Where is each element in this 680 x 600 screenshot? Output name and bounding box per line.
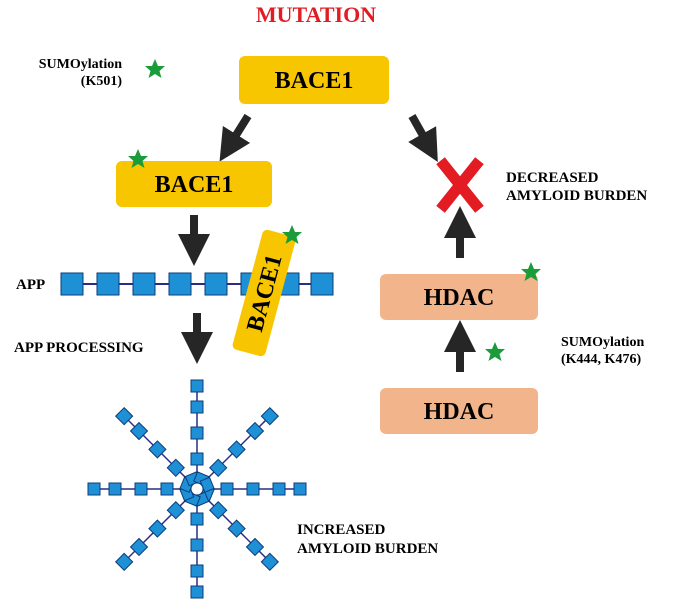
aggregate-square: [293, 482, 307, 496]
aggregate-square: [166, 458, 185, 477]
amyloid-aggregate: [87, 379, 307, 599]
hdac-top-box: [380, 274, 538, 320]
aggregate-square: [190, 585, 204, 599]
aggregate-square: [227, 519, 246, 538]
hdac-bottom-box: [380, 388, 538, 434]
aggregate-square: [190, 538, 204, 552]
aggregate-square: [190, 564, 204, 578]
app-square: [96, 272, 120, 296]
hdac-bottom-label: HDAC: [424, 399, 495, 425]
sumo-bace1-label-line1: SUMOylation: [39, 57, 122, 72]
aggregate-square: [260, 406, 280, 426]
aggregate-square: [148, 519, 167, 538]
aggregate-square: [245, 421, 265, 441]
aggregate-square: [245, 537, 265, 557]
aggregate-square: [114, 406, 134, 426]
app-chain: [60, 272, 334, 296]
bace1-mid-star-icon: [128, 149, 148, 168]
app-square: [132, 272, 156, 296]
aggregate-square: [246, 482, 260, 496]
hdac-top-star-icon: [521, 262, 541, 281]
aggregate-square: [209, 501, 228, 520]
app-square: [60, 272, 84, 296]
aggregate-square: [108, 482, 122, 496]
decreased-line1: DECREASED: [506, 170, 599, 186]
title: MUTATION: [256, 2, 376, 27]
arrow-to-bace1-mid: [219, 113, 252, 162]
bace1-mid-label: BACE1: [155, 172, 234, 198]
sumo-hdac-label-line2: (K444, K476): [561, 352, 641, 367]
aggregate-square: [134, 482, 148, 496]
bace1-top-label: BACE1: [275, 68, 354, 94]
bace1-top-box: [239, 56, 389, 104]
increased-line1: INCREASED: [297, 522, 386, 538]
hdac-top-label: HDAC: [424, 285, 495, 311]
aggregate-square: [129, 421, 149, 441]
app-square: [168, 272, 192, 296]
sumo-star-icon: [145, 59, 165, 78]
x-mark-icon: [436, 157, 484, 213]
aggregate-square: [220, 482, 234, 496]
app-square: [204, 272, 228, 296]
bace1-mid-box: [116, 161, 272, 207]
sumo-bace1-label-line2: (K501): [81, 74, 123, 89]
aggregate-square: [209, 458, 228, 477]
app-label: APP: [16, 277, 45, 293]
sumo-hdac-label-line1: SUMOylation: [561, 335, 644, 350]
aggregate-square: [87, 482, 101, 496]
aggregate-square: [190, 426, 204, 440]
app-square: [310, 272, 334, 296]
aggregate-square: [272, 482, 286, 496]
hdac-arrow-star-icon: [485, 342, 505, 361]
aggregate-square: [190, 512, 204, 526]
aggregate-square: [166, 501, 185, 520]
aggregate-square: [190, 379, 204, 393]
increased-line2: AMYLOID BURDEN: [297, 541, 438, 557]
app-processing-label: APP PROCESSING: [14, 340, 144, 356]
aggregate-square: [227, 440, 246, 459]
aggregate-square: [260, 552, 280, 572]
decreased-line2: AMYLOID BURDEN: [506, 188, 647, 204]
aggregate-square: [190, 400, 204, 414]
aggregate-square: [160, 482, 174, 496]
aggregate-square: [148, 440, 167, 459]
arrow-to-decreased: [408, 114, 438, 162]
aggregate-square: [129, 537, 149, 557]
aggregate-square: [114, 552, 134, 572]
aggregate-hub-center: [190, 482, 204, 496]
bace1-tilted-star-icon: [282, 225, 302, 244]
aggregate-square: [190, 452, 204, 466]
